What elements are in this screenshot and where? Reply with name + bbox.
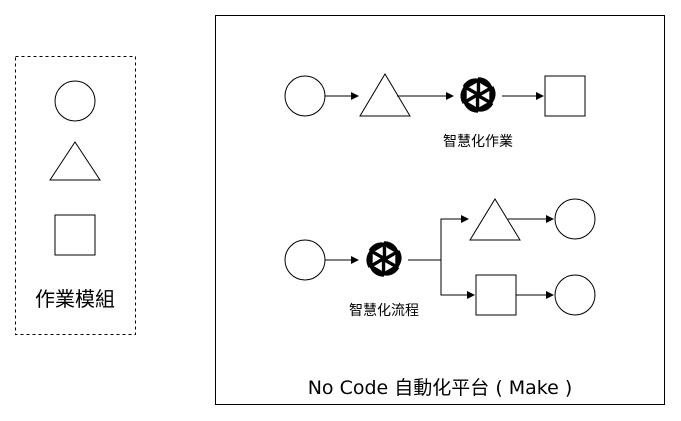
flow2-label: 智慧化流程 xyxy=(349,303,419,319)
flow1-circle xyxy=(284,75,326,117)
flow1-square xyxy=(544,75,586,117)
legend-title: 作業模組 xyxy=(35,287,115,311)
legend-box xyxy=(15,56,136,335)
flow-1: 智慧化作業 xyxy=(284,73,586,150)
platform-box xyxy=(215,15,665,405)
flow2-square xyxy=(475,274,517,316)
platform-title: No Code 自動化平台 ( Make ) xyxy=(308,377,573,399)
flow-2: 智慧化流程 xyxy=(284,198,596,319)
flow2-branch-down xyxy=(440,260,475,299)
openai-icon xyxy=(455,73,501,117)
flow1-label: 智慧化作業 xyxy=(443,134,513,150)
flow2-circle-bottom xyxy=(554,274,596,316)
openai-icon xyxy=(361,237,407,281)
flow1-triangle xyxy=(359,73,411,117)
flow2-branch-up xyxy=(408,215,469,261)
legend-square xyxy=(54,214,96,256)
flow2-triangle xyxy=(469,198,521,241)
legend-triangle xyxy=(49,141,101,181)
legend-circle xyxy=(54,80,96,122)
flow2-circle-start xyxy=(284,239,326,281)
flow2-circle-top xyxy=(554,198,596,240)
